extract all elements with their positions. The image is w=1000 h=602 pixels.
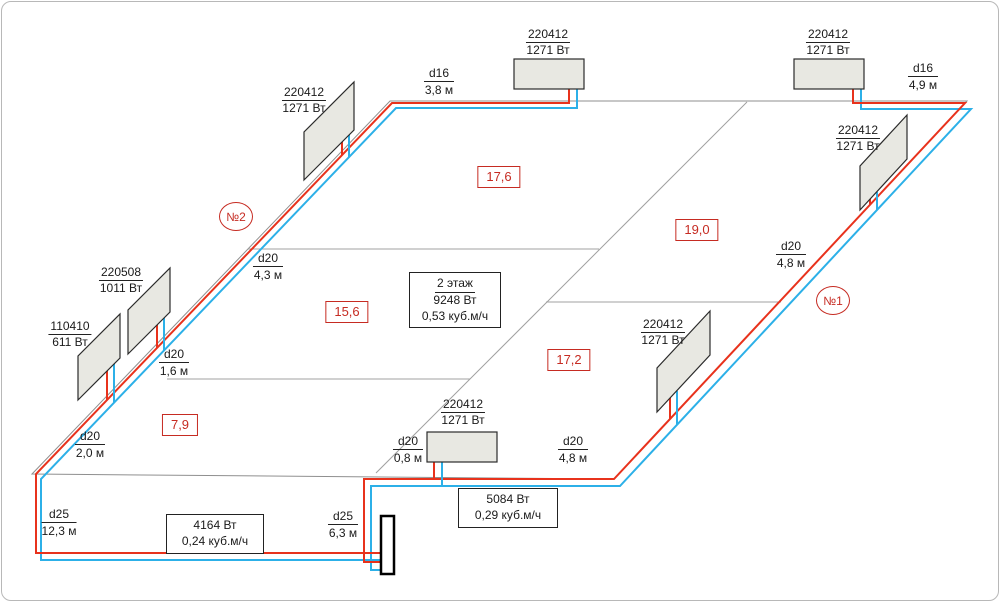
radiator-power: 1011 Вт bbox=[99, 281, 143, 295]
pipe-diameter: d20 bbox=[557, 434, 589, 450]
branch-flow: 0,29 куб.м/ч bbox=[474, 507, 542, 522]
radiator-label-left-diagonal: 220412 1271 Вт bbox=[281, 85, 327, 116]
radiator-label-top-center: 220412 1271 Вт bbox=[525, 27, 571, 58]
branch-1-summary-box: 5084 Вт 0,29 куб.м/ч bbox=[458, 488, 558, 528]
branch-power: 4164 Вт bbox=[193, 518, 237, 532]
radiator-bottom-middle bbox=[426, 431, 498, 463]
pipe-length: 2,0 м bbox=[75, 445, 105, 460]
radiators bbox=[77, 58, 908, 463]
return-pipe-branch-2 bbox=[40, 89, 578, 561]
radiator-label-right-upper: 220412 1271 Вт bbox=[835, 123, 881, 154]
radiator-power: 1271 Вт bbox=[806, 43, 850, 57]
pipe-label-d20-bottom-right: d20 4,8 м bbox=[557, 434, 589, 465]
pipe-label-d20-left-lower: d20 2,0 м bbox=[74, 429, 106, 460]
room-area-19-0: 19,0 bbox=[675, 219, 719, 241]
supply-pipe-branch-1 bbox=[363, 89, 968, 563]
radiator-power: 1271 Вт bbox=[282, 101, 326, 115]
floor-flow: 0,53 куб.м/ч bbox=[421, 308, 489, 323]
pipe-diameter: d20 bbox=[74, 429, 106, 445]
radiator-model: 220412 bbox=[525, 27, 571, 43]
radiator-model: 220412 bbox=[640, 317, 686, 333]
floor-summary-box: 2 этаж 9248 Вт 0,53 куб.м/ч bbox=[409, 272, 501, 329]
radiator-top-right bbox=[793, 58, 865, 90]
pipe-length: 3,8 м bbox=[424, 82, 454, 97]
radiator-left-lower bbox=[77, 312, 121, 402]
room-area-value: 15,6 bbox=[334, 304, 360, 319]
radiator-power: 1271 Вт bbox=[526, 43, 570, 57]
radiator-model: 220412 bbox=[281, 85, 327, 101]
radiator-label-top-right: 220412 1271 Вт bbox=[805, 27, 851, 58]
pipe-diameter: d20 bbox=[252, 251, 284, 267]
room-area-value: 17,2 bbox=[556, 352, 582, 367]
branch-marker-label: №1 bbox=[823, 293, 843, 308]
pipe-length: 4,8 м bbox=[776, 255, 806, 270]
branch-flow: 0,24 куб.м/ч bbox=[181, 533, 249, 548]
floor-name: 2 этаж bbox=[435, 276, 475, 293]
branch-marker-2: №2 bbox=[219, 202, 253, 231]
return-pipe-branch-1 bbox=[370, 89, 974, 571]
radiator-right-upper bbox=[859, 113, 908, 212]
radiator-power: 1271 Вт bbox=[641, 333, 685, 347]
pipe-label-d20-right-upper: d20 4,8 м bbox=[775, 239, 807, 270]
room-area-17-6: 17,6 bbox=[477, 166, 521, 188]
radiator-model: 220508 bbox=[98, 265, 144, 281]
room-area-15-6: 15,6 bbox=[325, 301, 369, 323]
room-area-17-2: 17,2 bbox=[547, 349, 591, 371]
branch-2-summary-box: 4164 Вт 0,24 куб.м/ч bbox=[166, 514, 264, 554]
pipe-diameter: d25 bbox=[41, 507, 77, 523]
radiator-model: 220412 bbox=[805, 27, 851, 43]
radiator-label-left-lower: 110410 611 Вт bbox=[48, 319, 92, 350]
pipe-diameter: d16 bbox=[907, 61, 939, 77]
radiator-top-center bbox=[513, 58, 585, 90]
pipe-length: 0,8 м bbox=[393, 450, 423, 465]
pipe-label-d25-riser: d25 6,3 м bbox=[327, 509, 359, 540]
pipe-length: 4,3 м bbox=[253, 267, 283, 282]
pipe-length: 4,9 м bbox=[908, 77, 938, 92]
radiator-right-middle bbox=[656, 309, 711, 414]
wall-line bbox=[375, 101, 748, 474]
supply-pipe-branch-2 bbox=[35, 89, 570, 554]
radiator-power: 1271 Вт bbox=[441, 413, 485, 427]
radiator-left-mid bbox=[127, 266, 171, 356]
pipe-length: 4,8 м bbox=[558, 450, 588, 465]
pipe-diameter: d20 bbox=[158, 347, 190, 363]
radiator-label-left-mid: 220508 1011 Вт bbox=[98, 265, 144, 296]
pipe-length: 6,3 м bbox=[328, 525, 358, 540]
interior-walls bbox=[167, 101, 781, 474]
pipe-label-d25-main: d25 12,3 м bbox=[41, 507, 77, 538]
radiator-left-diagonal bbox=[303, 80, 355, 182]
floor-outline bbox=[30, 100, 969, 480]
radiator-model: 220412 bbox=[835, 123, 881, 139]
pipe-length: 1,6 м bbox=[159, 363, 189, 378]
branch-marker-1: №1 bbox=[816, 286, 850, 315]
branch-marker-label: №2 bbox=[226, 209, 246, 224]
radiator-return-stubs bbox=[113, 135, 878, 486]
pipe-label-d20-bottom-left: d20 0,8 м bbox=[392, 434, 424, 465]
radiator-power: 1271 Вт bbox=[836, 139, 880, 153]
radiator-label-bottom-middle: 220412 1271 Вт bbox=[440, 397, 486, 428]
radiator-model: 220412 bbox=[440, 397, 486, 413]
pipe-length: 12,3 м bbox=[41, 523, 77, 538]
pipe-diameter: d25 bbox=[327, 509, 359, 525]
room-area-value: 19,0 bbox=[684, 222, 710, 237]
pipe-diameter: d20 bbox=[392, 434, 424, 450]
radiator-model: 110410 bbox=[48, 319, 92, 335]
pipe-diameter: d16 bbox=[423, 66, 455, 82]
radiator-label-right-middle: 220412 1271 Вт bbox=[640, 317, 686, 348]
floor-power: 9248 Вт bbox=[433, 292, 477, 307]
pipe-label-d16-top-right: d16 4,9 м bbox=[907, 61, 939, 92]
pipe-label-d20-left-mid: d20 1,6 м bbox=[158, 347, 190, 378]
room-area-value: 7,9 bbox=[170, 417, 190, 432]
radiator-power: 611 Вт bbox=[52, 335, 88, 349]
room-area-value: 17,6 bbox=[486, 169, 512, 184]
branch-power: 5084 Вт bbox=[486, 492, 530, 506]
pipe-diameter: d20 bbox=[775, 239, 807, 255]
riser-shaft bbox=[379, 514, 396, 576]
pipe-label-d16-top-left: d16 3,8 м bbox=[423, 66, 455, 97]
room-area-7-9: 7,9 bbox=[161, 414, 199, 436]
pipe-label-d20-left-upper: d20 4,3 м bbox=[252, 251, 284, 282]
